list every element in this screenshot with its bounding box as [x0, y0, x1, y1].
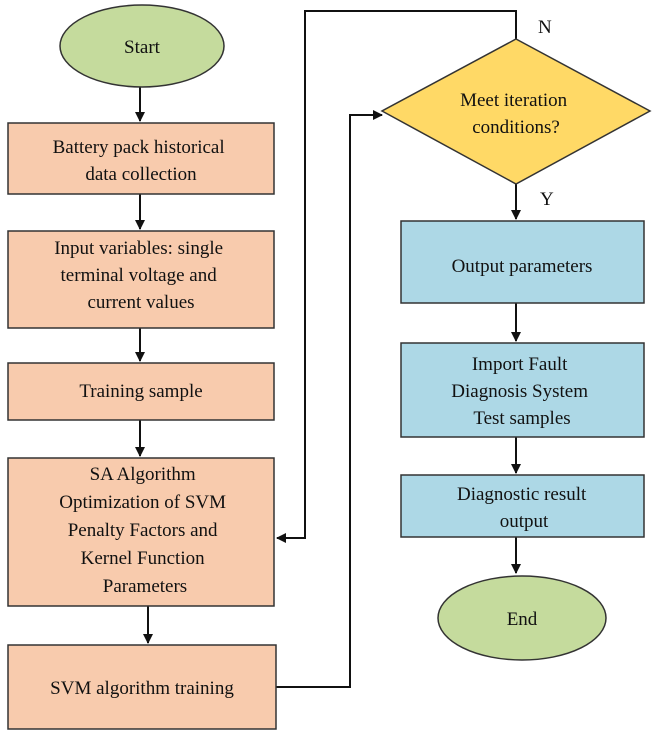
sa-optimization-line-4: Kernel Function: [81, 548, 206, 569]
import-fault-line-2: Diagnosis System: [451, 381, 588, 402]
end-label: End: [507, 609, 538, 630]
diagnostic-result-line-1: Diagnostic result: [457, 484, 587, 505]
svg-text:Battery pack historical: Battery pack historical data collection: [53, 137, 230, 185]
node-input-variables: Input variables: single terminal voltage…: [7, 230, 275, 329]
arrow-svm-to-decision: [276, 110, 383, 688]
diagnostic-result-box: [400, 474, 645, 538]
node-start: Start: [59, 4, 225, 88]
node-training-sample: Training sample: [7, 362, 275, 421]
svg-text:Training sample: Training sample: [79, 381, 202, 402]
output-parameters-label: Output parameters: [452, 256, 593, 277]
sa-optimization-line-3: Penalty Factors and: [68, 520, 218, 541]
import-fault-line-1: Import Fault: [472, 354, 568, 375]
input-variables-box: [7, 230, 275, 329]
svg-text:Input variables: single: Input variables: single terminal voltage…: [54, 238, 228, 313]
arrow-decision-no-to-sa: [276, 10, 517, 543]
output-parameters-box: [400, 220, 645, 304]
diagnostic-result-line-2: output: [500, 511, 549, 532]
collection-line-2: data collection: [85, 164, 197, 185]
svg-text:End: End: [507, 609, 538, 630]
svg-text:Diagnostic result output: Diagnostic result output: [457, 484, 591, 532]
connectors: [135, 10, 521, 688]
node-diagnostic-result: Diagnostic result output: [400, 474, 645, 538]
node-output-parameters: Output parameters: [400, 220, 645, 304]
decision-diamond: [380, 38, 652, 185]
svg-text:SA Algorithm Optimizatio: SA Algorithm Optimization of SVM Penalty…: [59, 464, 231, 597]
training-sample-label: Training sample: [79, 381, 202, 402]
start-label: Start: [124, 37, 161, 58]
svg-text:Output parameters: Output parameters: [452, 256, 593, 277]
sa-optimization-line-5: Parameters: [103, 576, 187, 597]
node-svm-training: SVM algorithm training: [7, 644, 277, 730]
svm-training-box: [7, 644, 277, 730]
svg-text:Start: Start: [124, 37, 161, 58]
start-terminal-shape: [59, 4, 225, 88]
sa-optimization-line-2: Optimization of SVM: [59, 492, 226, 513]
input-variables-line-3: current values: [87, 292, 194, 313]
import-fault-box: [400, 342, 645, 438]
node-decision: Meet iteration conditions?: [380, 38, 652, 185]
decision-line-2: conditions?: [472, 117, 560, 138]
node-end: End: [437, 575, 607, 661]
import-fault-line-3: Test samples: [473, 408, 570, 429]
svg-text:Meet iteration condition: Meet iteration conditions?: [460, 90, 572, 138]
collection-line-1: Battery pack historical: [53, 137, 225, 158]
sa-optimization-box: [7, 457, 275, 607]
svg-text:Import Fault Diagnosis S: Import Fault Diagnosis System Test sampl…: [451, 354, 592, 429]
input-variables-line-1: Input variables: single: [54, 238, 223, 259]
node-import-fault: Import Fault Diagnosis System Test sampl…: [400, 342, 645, 438]
svm-training-label: SVM algorithm training: [50, 678, 234, 699]
node-sa-optimization: SA Algorithm Optimization of SVM Penalty…: [7, 457, 275, 607]
edge-label-yes: Y: [540, 189, 554, 210]
end-terminal-shape: [437, 575, 607, 661]
decision-line-1: Meet iteration: [460, 90, 568, 111]
node-collection: Battery pack historical data collection: [7, 122, 275, 195]
input-variables-line-2: terminal voltage and: [61, 265, 218, 286]
sa-optimization-line-1: SA Algorithm: [90, 464, 196, 485]
collection-box: [7, 122, 275, 195]
svg-text:SVM algorithm training: SVM algorithm training: [50, 678, 234, 699]
edge-label-no: N: [538, 17, 552, 38]
training-sample-box: [7, 362, 275, 421]
